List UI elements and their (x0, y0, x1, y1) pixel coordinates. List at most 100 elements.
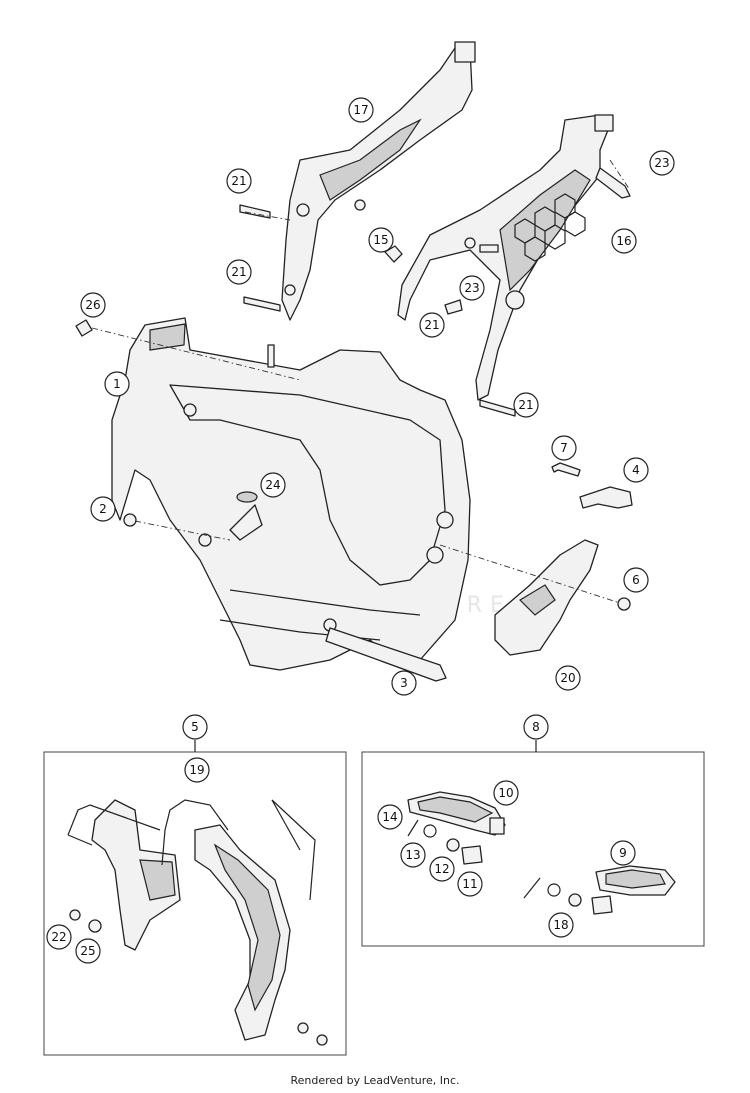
bolt-bottom-part (316, 1034, 328, 1046)
callout-17: 17 (348, 97, 374, 123)
svg-text:17: 17 (353, 103, 368, 117)
svg-text:18: 18 (553, 918, 568, 932)
svg-text:26: 26 (85, 298, 100, 312)
bolt-23-top-part (595, 167, 631, 199)
clip-26-part (75, 319, 93, 337)
spring-12-part (446, 838, 460, 852)
pin-11-part (461, 845, 483, 865)
callout-2: 2 (90, 496, 116, 522)
svg-text:23: 23 (464, 281, 479, 295)
svg-text:10: 10 (498, 786, 513, 800)
callout-6: 6 (623, 567, 649, 593)
callout-11: 11 (457, 871, 483, 897)
svg-text:21: 21 (231, 265, 246, 279)
svg-text:15: 15 (373, 233, 388, 247)
callout-16: 16 (611, 228, 637, 254)
svg-text:12: 12 (434, 862, 449, 876)
frame-guard-right-part (194, 824, 291, 1041)
callout-15: 15 (368, 227, 394, 253)
callout-23a: 23 (649, 150, 675, 176)
callout-5: 5 (182, 714, 208, 740)
frame-guard-left-part (91, 799, 181, 951)
svg-text:22: 22 (51, 930, 66, 944)
svg-text:5: 5 (191, 720, 199, 734)
washer-bottom-part (297, 1022, 309, 1034)
clip-part (384, 245, 403, 263)
svg-text:7: 7 (560, 441, 568, 455)
svg-text:24: 24 (265, 478, 280, 492)
callout-22: 22 (46, 924, 72, 950)
credit-text: Rendered by LeadVenture, Inc. (290, 1074, 460, 1087)
leader-lines (91, 159, 631, 604)
footrest-left-part (407, 791, 506, 836)
part-8-box (361, 751, 705, 947)
part-5-box (43, 751, 347, 1056)
subframe-rear-part (397, 114, 614, 401)
subframe-upper-part (281, 41, 476, 321)
bolt-21-right-part (444, 299, 463, 315)
svg-text:21: 21 (518, 398, 533, 412)
svg-text:11: 11 (462, 877, 477, 891)
callout-8: 8 (523, 714, 549, 740)
bolt-21-mid-part (243, 296, 281, 312)
callout-12: 12 (429, 856, 455, 882)
spring-18-part (568, 893, 582, 907)
svg-text:16: 16 (616, 234, 631, 248)
callout-21c: 21 (419, 312, 445, 338)
callout-21a: 21 (226, 168, 252, 194)
bracket-20-part (494, 539, 599, 656)
bolt-23-mid-part (479, 244, 499, 253)
chain-slider-part (579, 486, 633, 509)
svg-text:21: 21 (231, 174, 246, 188)
washer-right-part (547, 883, 561, 897)
pin-14-part (407, 819, 419, 837)
svg-text:8: 8 (532, 720, 540, 734)
callout-21d: 21 (513, 392, 539, 418)
footrest-right-part (595, 865, 676, 896)
svg-text:21: 21 (424, 318, 439, 332)
washer-13-part (423, 824, 437, 838)
bolt-22-part (69, 909, 81, 921)
guard-wires (67, 799, 316, 901)
callout-7: 7 (551, 435, 577, 461)
svg-text:19: 19 (189, 763, 204, 777)
bolt-7-part (551, 462, 581, 477)
callout-19: 19 (184, 757, 210, 783)
svg-text:6: 6 (632, 573, 640, 587)
pin-right-2-part (591, 895, 613, 915)
callout-23b: 23 (459, 275, 485, 301)
svg-text:20: 20 (560, 671, 575, 685)
svg-text:3: 3 (400, 676, 408, 690)
svg-text:4: 4 (632, 463, 640, 477)
main-frame-part (111, 317, 471, 671)
callout-21b: 21 (226, 259, 252, 285)
callout-3: 3 (391, 670, 417, 696)
svg-text:9: 9 (619, 846, 627, 860)
svg-text:1: 1 (113, 377, 121, 391)
washer-25-part (88, 919, 102, 933)
rubber-plug-part (229, 491, 263, 541)
callout-14: 14 (377, 804, 403, 830)
callout-1: 1 (104, 371, 130, 397)
nut-2-part (123, 513, 137, 527)
callout-25: 25 (75, 938, 101, 964)
pin-right-part (523, 877, 541, 899)
callout-26: 26 (80, 292, 106, 318)
svg-text:14: 14 (382, 810, 397, 824)
svg-text:25: 25 (80, 944, 95, 958)
nut-6-part (617, 597, 631, 611)
callout-18: 18 (548, 912, 574, 938)
callout-10: 10 (493, 780, 519, 806)
bolt-21-top-part (239, 204, 271, 219)
svg-text:2: 2 (99, 502, 107, 516)
bolt-3-part (325, 627, 447, 682)
callout-24: 24 (260, 472, 286, 498)
callout-13: 13 (400, 842, 426, 868)
svg-text:13: 13 (405, 848, 420, 862)
svg-text:23: 23 (654, 156, 669, 170)
callout-9: 9 (610, 840, 636, 866)
callout-20: 20 (555, 665, 581, 691)
callout-4: 4 (623, 457, 649, 483)
bolt-21-bottom-part (479, 399, 516, 417)
